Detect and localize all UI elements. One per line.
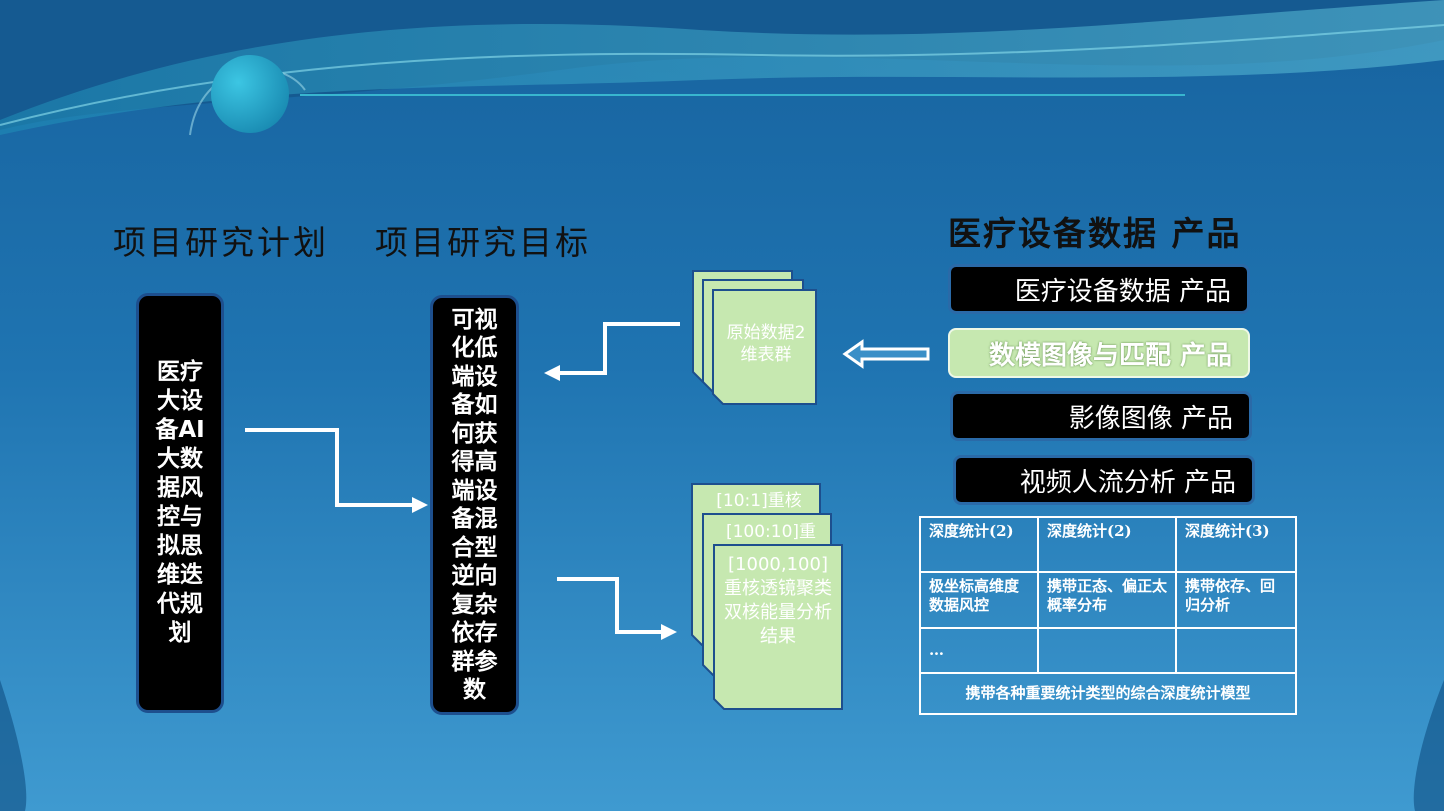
goal-box-text: 可视化低端设备如何获得高端设备混合型逆向复杂依存群参数 xyxy=(451,306,498,704)
raw-data-doc-text: 原始数据2维表群 xyxy=(726,323,806,365)
table-cell: 深度统计(2) xyxy=(1037,516,1177,573)
analysis-doc-back-text: [10:1]重核 xyxy=(716,491,802,511)
orb-icon xyxy=(211,55,289,133)
arrow-plan-to-goal xyxy=(245,428,414,507)
table-cell: 深度统计(2) xyxy=(919,516,1039,573)
goal-box: 可视化低端设备如何获得高端设备混合型逆向复杂依存群参数 xyxy=(430,295,519,715)
heading-plan: 项目研究计划 xyxy=(113,223,329,262)
table-row: … xyxy=(919,627,1297,674)
stats-table: 深度统计(2) 深度统计(2) 深度统计(3) 极坐标高维度数据风控 携带正态、… xyxy=(919,516,1297,715)
table-row: 携带各种重要统计类型的综合深度统计模型 xyxy=(919,672,1297,715)
analysis-doc-stack xyxy=(691,483,843,710)
heading-products: 医疗设备数据 产品 xyxy=(948,214,1242,253)
analysis-doc-mid-text: [100:10]重 xyxy=(725,522,817,542)
product-medical-data[interactable]: 医疗设备数据 产品 xyxy=(948,264,1250,314)
product-imaging[interactable]: 影像图像 产品 xyxy=(950,391,1252,441)
heading-goal: 项目研究目标 xyxy=(375,223,591,262)
table-cell: 深度统计(3) xyxy=(1175,516,1297,573)
hollow-arrow-icon xyxy=(842,339,930,369)
table-cell xyxy=(1175,627,1297,674)
table-cell: … xyxy=(919,627,1039,674)
table-row: 深度统计(2) 深度统计(2) 深度统计(3) xyxy=(919,516,1297,573)
plan-box: 医疗大设备AI大数据风控与拟思维迭代规划 xyxy=(136,293,224,713)
table-row: 极坐标高维度数据风控 携带正态、偏正太概率分布 携带依存、回归分析 xyxy=(919,571,1297,629)
table-cell xyxy=(1037,627,1177,674)
table-cell: 携带正态、偏正太概率分布 xyxy=(1037,571,1177,629)
table-footer: 携带各种重要统计类型的综合深度统计模型 xyxy=(919,672,1297,715)
table-cell: 携带依存、回归分析 xyxy=(1175,571,1297,629)
raw-data-doc-stack xyxy=(692,270,817,405)
analysis-doc-front-text: [1000,100]重核透镜聚类双核能量分析结果 xyxy=(724,554,832,647)
arrow-goal-to-analysis xyxy=(557,577,663,634)
product-video-crowd[interactable]: 视频人流分析 产品 xyxy=(953,455,1255,505)
table-cell: 极坐标高维度数据风控 xyxy=(919,571,1039,629)
arrow-doc-to-goal xyxy=(558,322,680,375)
plan-box-text: 医疗大设备AI大数据风控与拟思维迭代规划 xyxy=(155,359,205,646)
product-model-image-match[interactable]: 数模图像与匹配 产品 xyxy=(948,328,1250,378)
